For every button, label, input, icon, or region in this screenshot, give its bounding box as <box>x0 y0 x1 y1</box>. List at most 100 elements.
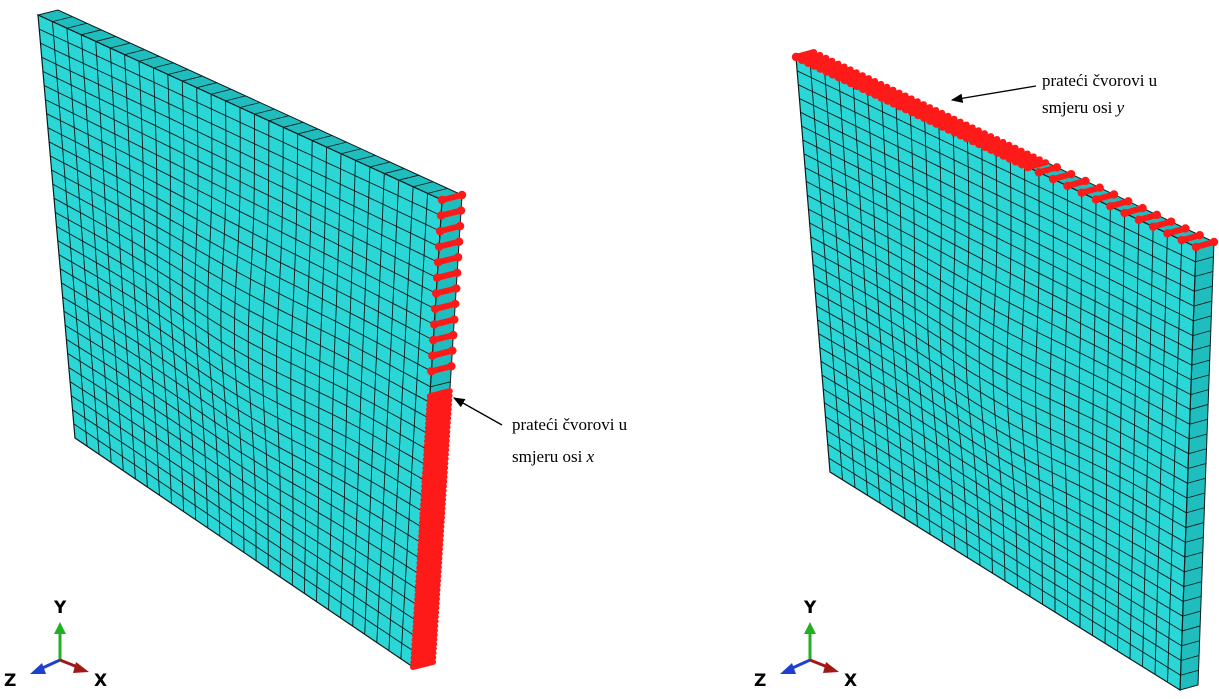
right-annotation-arrow <box>950 85 1037 103</box>
left-tracked-node <box>437 195 447 205</box>
right-mesh-line-horizontal <box>818 333 1186 543</box>
right-side-gridline <box>1194 285 1213 292</box>
left-tracked-node-bar <box>414 582 441 594</box>
left-tracked-node-bar <box>414 586 441 598</box>
left-mesh-line-horizontal <box>71 395 417 621</box>
left-tracked-node <box>427 367 436 376</box>
left-tracked-node <box>430 320 439 329</box>
right-side-gridline <box>1181 640 1200 647</box>
left-tracked-node-bar <box>419 500 446 512</box>
left-tracked-node <box>456 206 466 215</box>
right-side-gridline <box>1192 344 1211 351</box>
left-tracked-node-bar <box>422 455 449 467</box>
left-mesh-line-horizontal <box>66 338 421 559</box>
right-tracked-node <box>1195 231 1204 240</box>
left-tracked-node-bar <box>421 478 448 490</box>
right-annotation-line1: prateći čvorovi u <box>1042 71 1158 90</box>
right-tracked-node <box>1163 229 1172 238</box>
left-tracked-node <box>457 190 467 200</box>
left-tracked-node-bar <box>416 559 443 571</box>
right-side-gridline <box>1192 330 1211 336</box>
left-mesh-line-horizontal <box>39 28 442 217</box>
left-tracked-node-bar <box>420 482 447 494</box>
left-tracked-node-bar <box>424 433 451 445</box>
left-top-gridline <box>167 69 188 75</box>
right-mesh-line-horizontal <box>798 84 1196 277</box>
right-y-axis-label: Y <box>803 598 817 618</box>
left-tracked-node-bar <box>412 622 439 634</box>
left-tracked-node <box>449 330 458 340</box>
right-side-gridline <box>1184 551 1203 558</box>
left-tracked-node <box>431 304 440 314</box>
right-annotation-prefix: smjeru osi <box>1042 98 1117 117</box>
right-mesh-line-horizontal <box>821 374 1185 588</box>
right-mesh-line-horizontal <box>819 347 1186 558</box>
left-mesh-line-horizontal <box>56 226 428 434</box>
right-annotation-line2: smjeru osi y <box>1042 98 1125 117</box>
left-mesh-line-horizontal <box>48 141 434 341</box>
left-tracked-node-bar <box>416 550 443 562</box>
left-top-gridline <box>268 115 289 122</box>
left-tracked-node <box>435 226 445 236</box>
left-top-gridline <box>340 148 362 155</box>
left-tracked-node-bar <box>412 613 439 625</box>
left-tracked-node-bar <box>425 401 452 413</box>
left-tracked-node-bar <box>416 555 443 567</box>
left-tracked-node-bar <box>417 546 444 558</box>
left-top-gridline <box>110 42 131 49</box>
left-mesh-line-horizontal <box>62 296 423 512</box>
left-tracked-node-bar <box>414 591 441 603</box>
right-side-gridline <box>1186 507 1205 514</box>
left-tracked-node-bar <box>426 397 453 409</box>
right-tracked-node <box>1081 176 1090 186</box>
left-tracked-node-bar <box>425 406 452 418</box>
right-mesh-line-horizontal <box>800 111 1195 307</box>
left-annotation-prefix: smjeru osi <box>512 447 587 466</box>
left-tracked-node-bar <box>419 505 446 517</box>
left-mesh-line-horizontal <box>54 211 429 419</box>
left-annotation: prateći čvorovi u smjeru osi x <box>452 397 628 466</box>
right-side-gridline <box>1189 418 1208 425</box>
right-side-gridline <box>1183 581 1202 588</box>
right-tracked-node <box>1048 174 1058 184</box>
left-mesh-line-horizontal <box>67 353 420 575</box>
right-side-gridline <box>1180 655 1200 661</box>
left-tracked-node-bar <box>410 645 437 657</box>
left-top-gridline <box>52 16 73 22</box>
left-x-axis-label: X <box>94 671 107 691</box>
left-tracked-node-bar <box>413 604 440 616</box>
right-side-gridline <box>1182 610 1201 617</box>
right-y-axis-arrowhead <box>804 622 816 634</box>
left-annotation-line2: smjeru osi x <box>512 447 595 466</box>
left-y-axis-arrowhead <box>54 622 66 634</box>
right-tracked-node <box>1052 163 1062 172</box>
left-top-gridline <box>196 82 217 89</box>
left-tracked-node-bar <box>422 460 449 472</box>
left-tracked-node-bar <box>417 532 444 544</box>
left-tracked-node <box>452 284 461 293</box>
right-tracked-node <box>1091 195 1101 204</box>
left-mesh-line-horizontal <box>49 155 433 356</box>
right-tracked-node <box>1134 215 1144 225</box>
right-mesh-line-horizontal <box>827 443 1182 661</box>
right-side-gridline <box>1186 492 1206 499</box>
left-mesh-line-horizontal <box>41 56 440 248</box>
right-tracked-node <box>1066 169 1076 179</box>
right-side-gridline <box>1187 477 1206 484</box>
right-mesh-line-horizontal <box>826 430 1182 647</box>
right-side-gridline <box>1190 389 1209 396</box>
left-z-axis-label: Z <box>4 671 16 691</box>
left-tracked-node-bar <box>410 649 437 661</box>
left-mesh-line-horizontal <box>51 169 432 372</box>
right-panel: prateći čvorovi u smjeru osi y Y Z X <box>754 49 1219 692</box>
left-top-gridline <box>66 22 87 29</box>
right-tracked-node <box>1120 208 1129 218</box>
left-top-gridline <box>355 154 376 161</box>
right-annotation-axis: y <box>1115 98 1125 117</box>
right-mesh-line-horizontal <box>811 250 1189 455</box>
left-tracked-node-bar <box>421 473 448 485</box>
right-mesh-line-horizontal <box>805 181 1192 381</box>
right-z-axis-label: Z <box>754 671 766 691</box>
left-tracked-node-bar <box>410 659 436 670</box>
right-side-gridline <box>1184 566 1203 573</box>
